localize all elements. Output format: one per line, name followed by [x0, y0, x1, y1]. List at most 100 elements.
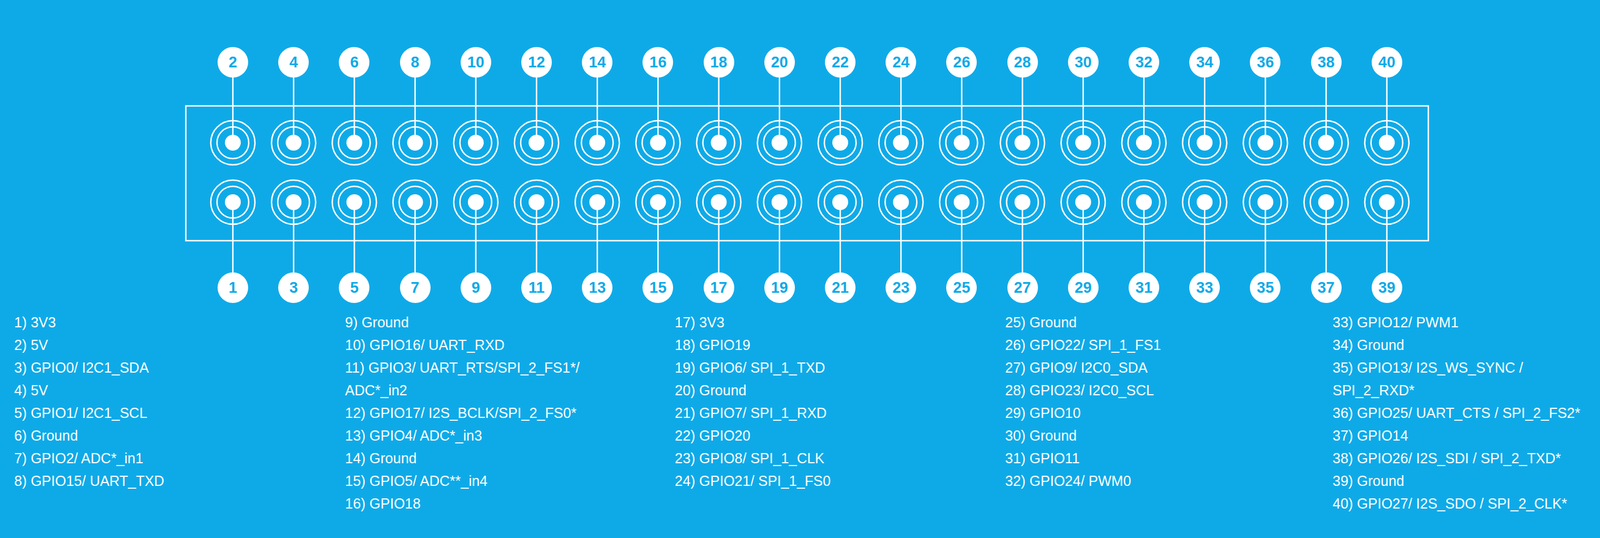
pin-number: 30: [1074, 54, 1092, 71]
pin-dot: [1257, 194, 1274, 211]
pin-dot: [1257, 134, 1274, 151]
badge-circle: [1249, 47, 1281, 78]
pin-number-badge: 39: [1371, 272, 1403, 304]
pin-ring-outer: [210, 180, 255, 225]
pin-hole: [878, 120, 923, 165]
pin-ring-outer: [878, 180, 923, 225]
pin-hole: [635, 120, 680, 165]
pin-ring-outer: [757, 180, 802, 225]
pin-function-label: 34) Ground: [1332, 333, 1595, 357]
pin-number-badge: 5: [338, 272, 370, 304]
pin-ring-inner: [1188, 126, 1221, 159]
pin-dot: [407, 134, 424, 151]
pin-dot: [1318, 194, 1335, 211]
pin-dot: [711, 194, 727, 211]
pin-number: 7: [410, 280, 420, 296]
pin-number-badge: 23: [885, 272, 917, 304]
pin-dot: [832, 134, 849, 151]
pin-ring-outer: [1000, 120, 1045, 165]
leader-line: [1203, 202, 1206, 273]
pin-ring-inner: [1128, 186, 1160, 219]
pin-dot: [589, 134, 606, 151]
pin-function-label: 33) GPIO12/ PWM1: [1332, 311, 1595, 334]
pin-ring-inner: [763, 186, 796, 219]
pin-ring-inner: [1067, 186, 1100, 219]
pin-hole: [332, 180, 377, 225]
pin-number: 32: [1135, 54, 1153, 71]
pin-number-badge: 35: [1249, 272, 1281, 304]
pin-ring-inner: [1188, 186, 1221, 219]
pin-holes: [210, 120, 1410, 225]
pin-function-label: 8) GPIO15/ UART_TXD: [14, 469, 287, 493]
pin-dot: [407, 194, 424, 211]
pin-number: 27: [1014, 280, 1032, 296]
pin-ring-outer: [635, 180, 680, 225]
pin-list-column: 17) 3V318) GPIO1919) GPIO6/ SPI_1_TXD20)…: [674, 311, 947, 493]
pin-number: 21: [831, 280, 849, 296]
badge-circle: [400, 47, 431, 78]
pin-number-badge: 21: [824, 272, 856, 304]
pin-ring-outer: [696, 180, 742, 225]
pin-ring-inner: [338, 126, 370, 159]
pin-number: 24: [892, 54, 910, 71]
pin-ring-outer: [1243, 120, 1288, 165]
pin-number: 38: [1317, 54, 1335, 71]
pin-hole: [453, 120, 499, 165]
pin-ring-outer: [1364, 120, 1410, 165]
leader-line: [232, 77, 234, 143]
leader-line: [657, 202, 659, 273]
pin-function-label: 4) 5V: [14, 379, 287, 402]
badge-circle: [946, 272, 977, 304]
pin-ring-inner: [884, 186, 917, 219]
pin-ring-inner: [1067, 126, 1100, 159]
pin-ring-inner: [1249, 126, 1282, 159]
pin-dot: [346, 194, 363, 211]
badge-circle: [278, 272, 309, 304]
pin-hole: [271, 180, 316, 225]
pin-number-badge: 24: [885, 47, 917, 78]
leader-line: [1021, 202, 1024, 273]
leader-line: [232, 202, 234, 273]
pin-function-label: 6) Ground: [14, 424, 287, 448]
pin-function-label: 31) GPIO11: [1005, 447, 1278, 470]
pin-number-badge: 33: [1189, 272, 1220, 304]
pin-function-label: 15) GPIO5/ ADC**_in4: [345, 469, 617, 493]
pin-ring-outer: [210, 120, 255, 165]
pin-number: 36: [1256, 54, 1274, 71]
pin-ring-outer: [393, 120, 438, 165]
pin-hole: [453, 180, 499, 225]
pin-dot: [711, 134, 727, 151]
pin-ring-inner: [641, 126, 674, 159]
pin-ring-outer: [271, 180, 316, 225]
pin-hole: [939, 120, 984, 165]
pin-list-column: 9) Ground10) GPIO16/ UART_RXD11) GPIO3/ …: [345, 311, 617, 516]
pin-dot: [892, 194, 909, 211]
pin-hole: [1304, 180, 1349, 225]
pin-ring-outer: [1000, 180, 1045, 225]
pin-number-badge: 25: [946, 272, 977, 304]
pin-ring-outer: [1061, 120, 1106, 165]
badge-circle: [885, 272, 917, 304]
pin-function-label: 2) 5V: [14, 333, 287, 357]
pin-ring-inner: [703, 126, 735, 159]
pin-function-label: 10) GPIO16/ UART_RXD: [345, 333, 617, 357]
pin-ring-inner: [763, 126, 796, 159]
pin-ring-outer: [1243, 180, 1288, 225]
pin-ring-outer: [575, 120, 620, 165]
pin-dot: [1135, 134, 1152, 151]
badge-circle: [521, 272, 552, 304]
pin-number: 4: [289, 54, 299, 71]
pin-function-label: 16) GPIO18: [345, 492, 617, 516]
pin-number-badge: 31: [1128, 272, 1160, 304]
pin-dot: [467, 194, 484, 211]
pin-function-label: 35) GPIO13/ I2S_WS_SYNC / SPI_2_RXD*: [1332, 356, 1595, 402]
pin-function-label: 9) Ground: [345, 311, 617, 334]
pin-ring-inner: [824, 126, 857, 159]
pin-ring-outer: [939, 180, 984, 225]
pin-number-badge: 20: [764, 47, 795, 78]
pin-number-badge: 14: [581, 47, 613, 78]
pin-ring-inner: [1006, 126, 1039, 159]
badge-circle: [1128, 47, 1160, 78]
pin-number: 14: [588, 54, 606, 71]
pin-number: 9: [471, 280, 480, 296]
